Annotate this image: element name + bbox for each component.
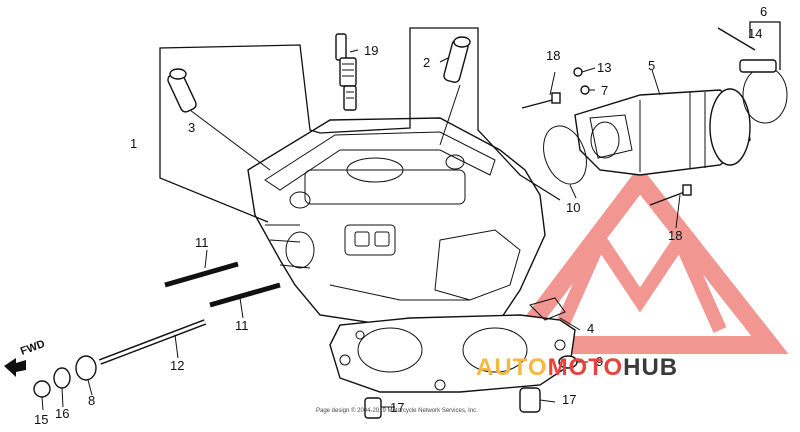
washer-7 [580,85,590,95]
callout-15: 15 [34,412,48,427]
brand-hub: HUB [623,354,678,381]
callout-4: 4 [587,321,594,336]
stud-bolt-12 [98,319,207,365]
callout-7: 7 [601,83,608,98]
callout-10: 10 [566,200,580,215]
bracket-6 [749,21,781,70]
callout-5: 5 [648,58,655,73]
seal-8 [75,355,97,381]
callout-18-top: 18 [546,48,560,63]
callout-19: 19 [364,43,378,58]
dowel-pin-11a [164,261,239,288]
intake-insulator [574,88,751,176]
bracket-1-lower [159,142,269,223]
dowel-pin-11b [209,282,281,308]
callout-11-upper: 11 [195,235,209,250]
fwd-label: FWD [19,338,47,358]
cylinder-head [247,117,546,331]
callout-16: 16 [55,406,69,421]
brand-auto: AUTO [476,354,548,381]
watermark-brand: AUTOMOTOHUB [476,354,678,381]
dowel-17-right [519,387,541,413]
callout-13: 13 [597,60,611,75]
bolt-18-top [521,92,561,109]
callout-6: 6 [760,4,767,19]
svg-text:AUTOMOTOHUB: AUTOMOTOHUB [476,354,678,381]
callout-14: 14 [748,26,762,41]
clamp-screw [717,27,756,51]
brand-moto: MOTO [548,354,624,381]
intake-o-ring [543,125,587,185]
callout-8: 8 [88,393,95,408]
bolt-18-side [649,184,692,206]
o-ring-4 [529,297,566,321]
callout-12: 12 [170,358,184,373]
bracket-1 [159,27,561,201]
band-clamp [739,59,788,124]
callout-17-right: 17 [562,392,576,407]
screw-13 [573,67,583,77]
callout-2: 2 [423,55,430,70]
head-gasket [329,314,576,393]
nut-15 [33,380,51,398]
callout-3: 3 [188,120,195,135]
valve-guide-3 [167,68,197,113]
callout-18-side: 18 [668,228,682,243]
callout-9: 9 [596,354,603,369]
callout-1: 1 [130,136,137,151]
forward-arrow-icon [4,358,26,377]
copyright-credit: Page design © 2004-2019 Motorcycle Netwo… [316,407,478,414]
callout-11-lower: 11 [235,318,249,333]
dowel-17-left [364,397,382,419]
spark-plug [335,33,357,111]
watermark-logo [496,165,789,354]
valve-guide-2 [443,36,471,83]
washer-16 [53,367,71,389]
leader-lines [41,49,681,411]
callout-17-left: 17 [390,400,404,415]
